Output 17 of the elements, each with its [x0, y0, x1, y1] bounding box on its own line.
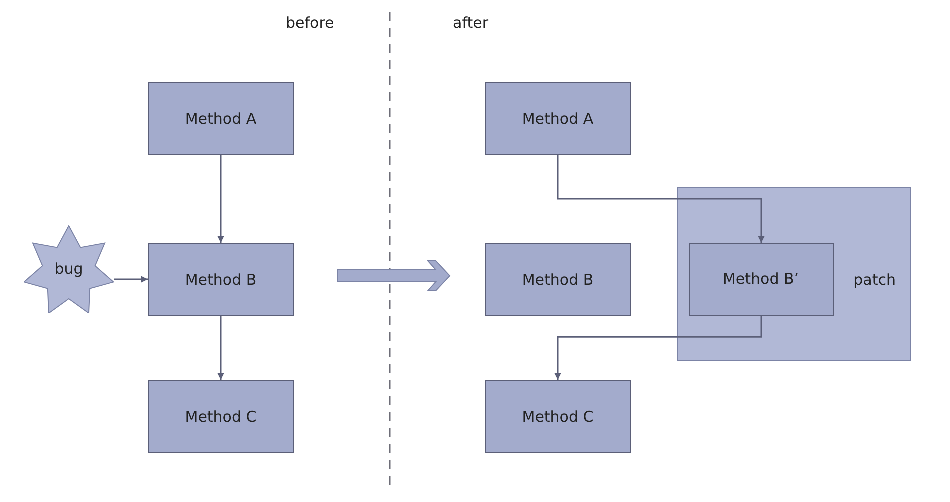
method-box: Method A — [148, 82, 294, 155]
region-label: patch — [854, 271, 896, 289]
arrow — [218, 155, 224, 243]
arrow — [218, 316, 224, 380]
section-label: after — [453, 14, 488, 32]
arrow — [557, 155, 765, 243]
section-label: before — [286, 14, 334, 32]
method-box: Method B — [148, 243, 294, 316]
method-box: Method C — [148, 380, 294, 453]
arrow — [554, 316, 762, 380]
method-box: Method B’ — [688, 242, 834, 316]
method-box: Method C — [485, 380, 631, 453]
arrow — [114, 276, 148, 283]
patch-region — [677, 187, 911, 361]
method-box: Method B — [485, 243, 631, 316]
node-label: bug — [54, 260, 84, 278]
method-box: Method A — [485, 82, 631, 155]
